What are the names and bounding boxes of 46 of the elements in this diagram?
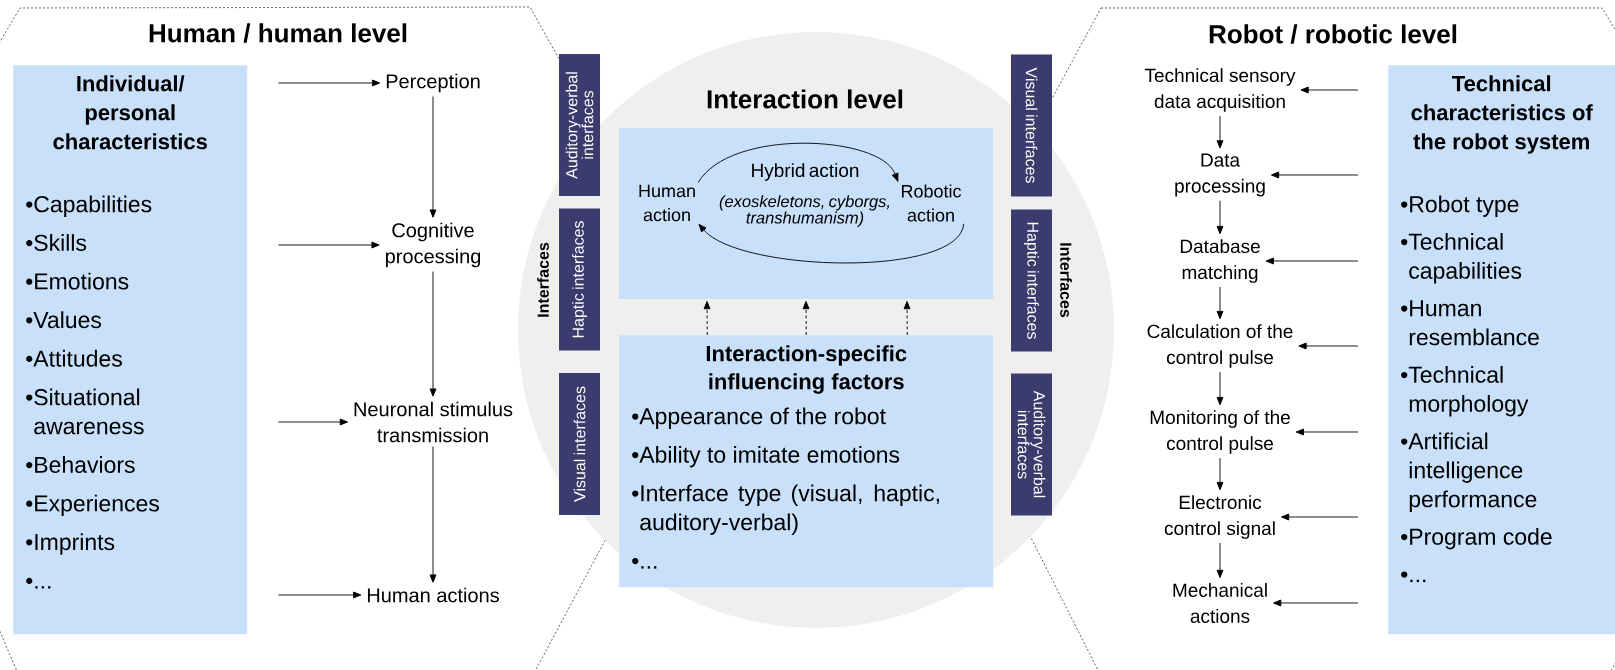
process-step: Database matching [1180, 239, 1260, 283]
arrow [1216, 200, 1224, 235]
process-step: Perception [386, 73, 480, 93]
arrow [1216, 115, 1224, 149]
arrow [277, 79, 381, 87]
process-step: Electronic control signal [1164, 495, 1275, 539]
process-step: Neuronal stimulus transmission [354, 401, 513, 443]
arrow [1270, 171, 1359, 179]
arrow [802, 301, 810, 336]
arrow [277, 241, 380, 249]
arrow [429, 271, 437, 397]
arrow [698, 223, 965, 264]
process-step: Monitoring of the control pulse [1150, 410, 1290, 454]
process-step: Human actions [367, 587, 499, 603]
action-label: Robotic action [902, 184, 962, 222]
action-label: Human action [639, 184, 695, 222]
interface-box: Visual interfaces [559, 373, 600, 515]
arrow [903, 301, 911, 336]
process-step: Data processing [1175, 153, 1265, 197]
process-step: Technical sensory data acquisition [1144, 68, 1296, 112]
interfaces-label: Interfaces [537, 242, 549, 317]
characteristics-box: Technical characteristics of the robot system •Robot type •Technical capabilities •Human resemblance •Technical morphology •Artificial intelligence performance •Program code •... [1388, 65, 1615, 635]
arrow [277, 591, 362, 599]
process-step: Mechanical actions [1173, 583, 1267, 623]
arrow [1295, 428, 1359, 436]
characteristics-box: Individual/ personal characteristics •Capabilities •Skills •Emotions •Values •Attitudes •Situational awareness •Behaviors •Experiences •Imprints •... [13, 65, 248, 635]
arrow [1216, 542, 1224, 579]
arrow [429, 96, 437, 218]
arrow [1300, 86, 1359, 94]
process-step: Calculation of the control pulse [1147, 324, 1293, 368]
arrow [1216, 371, 1224, 406]
arrow [1216, 457, 1224, 491]
arrow [1298, 342, 1359, 350]
arrow [697, 142, 899, 183]
interface-box: Auditory-verbal interfaces [559, 54, 600, 196]
process-step: Cognitive processing [385, 222, 481, 268]
arrow [1280, 513, 1359, 521]
arrow [1265, 257, 1359, 265]
arrow [1273, 599, 1359, 607]
arrow [277, 418, 348, 426]
characteristics-box: Interaction-specific influencing factors •Appearance of the robot •Ability to imitate emotions •Interface type (visual, haptic, auditory-verbal) •... [619, 335, 994, 588]
arrow [703, 301, 711, 336]
arrow [429, 446, 437, 583]
arrow [1216, 286, 1224, 320]
interface-box: Haptic interfaces [559, 208, 600, 351]
interfaces-label: Interfaces [1060, 243, 1072, 318]
